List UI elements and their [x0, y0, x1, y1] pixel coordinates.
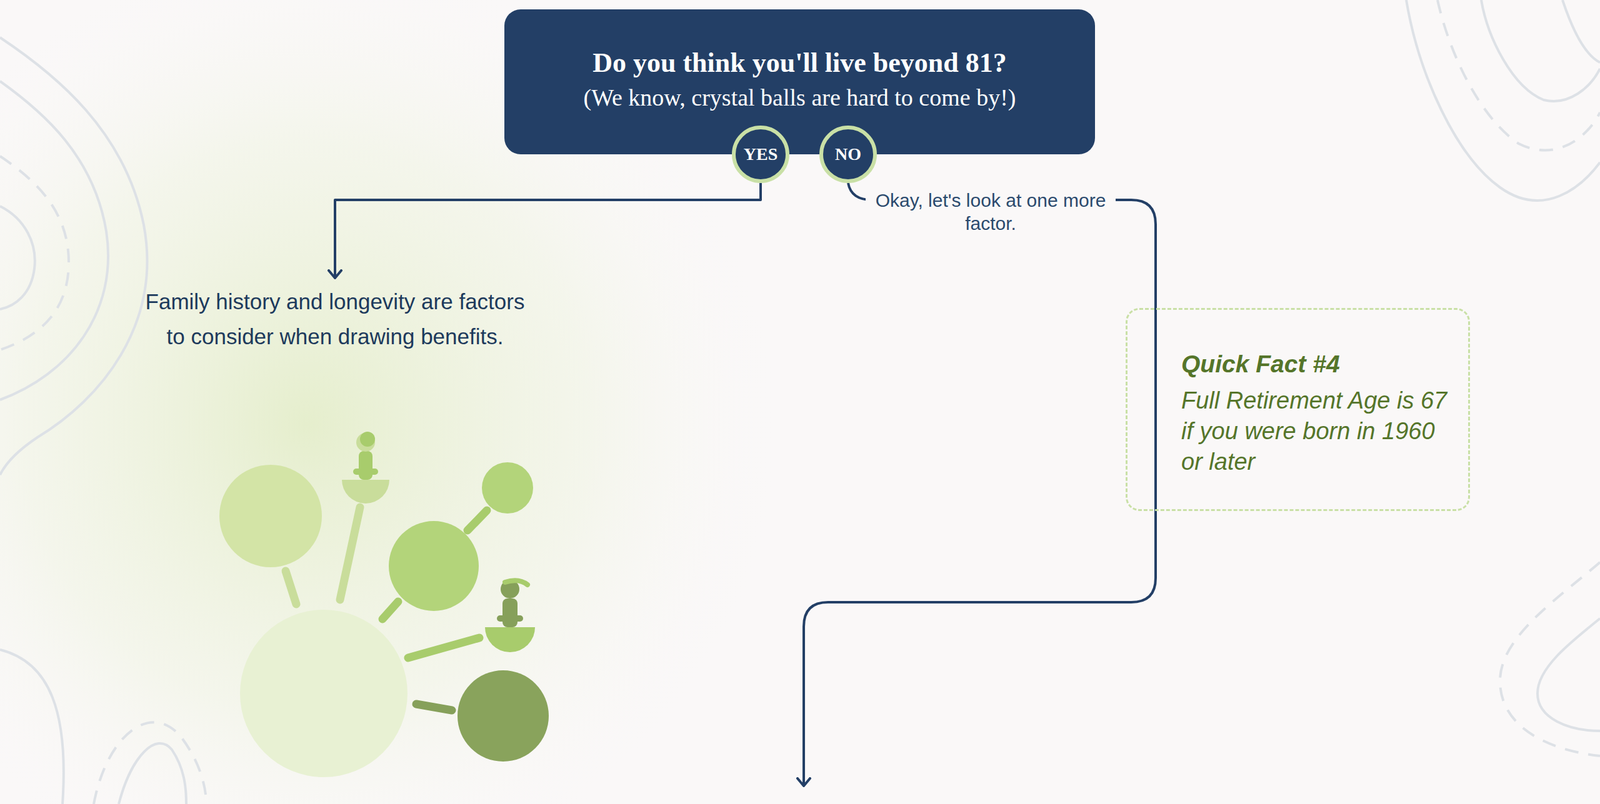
node-body: (We know, crystal balls are hard to come… — [583, 82, 1017, 114]
node-heading: NO — [835, 144, 862, 165]
no-path-line — [803, 183, 1156, 787]
node-heading: Quick Fact #4 — [1181, 348, 1452, 381]
node-heading: Do you think you'll live beyond 81? — [592, 45, 1007, 80]
question-box: Do you think you'll live beyond 81?(We k… — [504, 9, 1095, 155]
text-node: Family history and longevity are factors… — [141, 284, 529, 355]
node-heading: YES — [743, 144, 778, 165]
no-circle: NO — [819, 125, 877, 184]
node-body: Full Retirement Age is 67 if you were bo… — [1181, 385, 1452, 479]
quick-fact-box: Quick Fact #4 Full Retirement Age is 67 i… — [1125, 308, 1470, 512]
node-heading: Family history and longevity are factors… — [141, 284, 529, 355]
family-network-illustration — [219, 431, 549, 778]
path-label: Okay, let's look at one more factor. — [865, 188, 1116, 236]
person-figure — [485, 580, 535, 653]
flow-arrow — [335, 183, 761, 279]
yes-circle: YES — [731, 125, 790, 184]
person-figure — [341, 431, 390, 504]
